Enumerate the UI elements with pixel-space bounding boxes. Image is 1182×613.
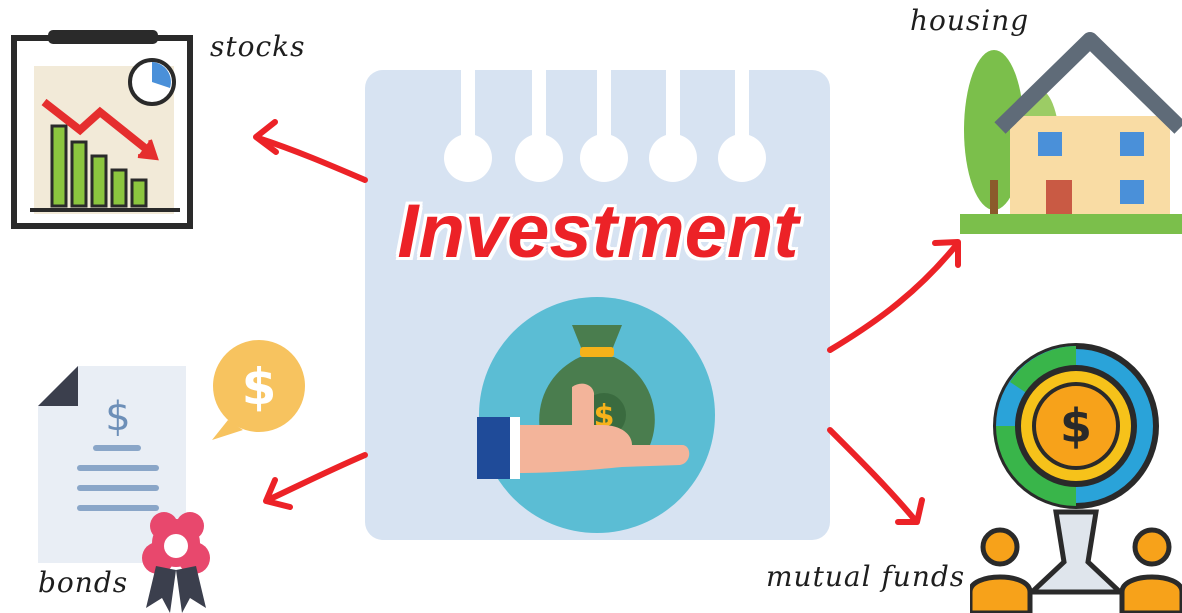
arrow-to-mutual-funds [827, 427, 918, 523]
fund-globe-icon: $ [970, 343, 1182, 613]
diagram-title: Investment [397, 189, 799, 274]
arrow-to-bonds [265, 452, 368, 503]
bond-certificate-icon: $ $ [38, 340, 305, 613]
housing-label: housing [910, 4, 1030, 37]
falling-stock-chart-icon [11, 30, 193, 229]
svg-text:$: $ [1060, 399, 1092, 453]
arrow-to-housing [827, 240, 961, 353]
svg-text:$: $ [105, 394, 130, 440]
money-bag-in-hand-icon: $ [477, 297, 715, 533]
svg-text:$: $ [242, 358, 277, 416]
arrow-to-stocks [255, 135, 368, 183]
mutual-funds-label: mutual funds [766, 560, 966, 593]
notebook-rings [444, 70, 766, 182]
bonds-label: bonds [38, 566, 129, 599]
stocks-label: stocks [210, 30, 306, 63]
house-icon [960, 32, 1182, 234]
